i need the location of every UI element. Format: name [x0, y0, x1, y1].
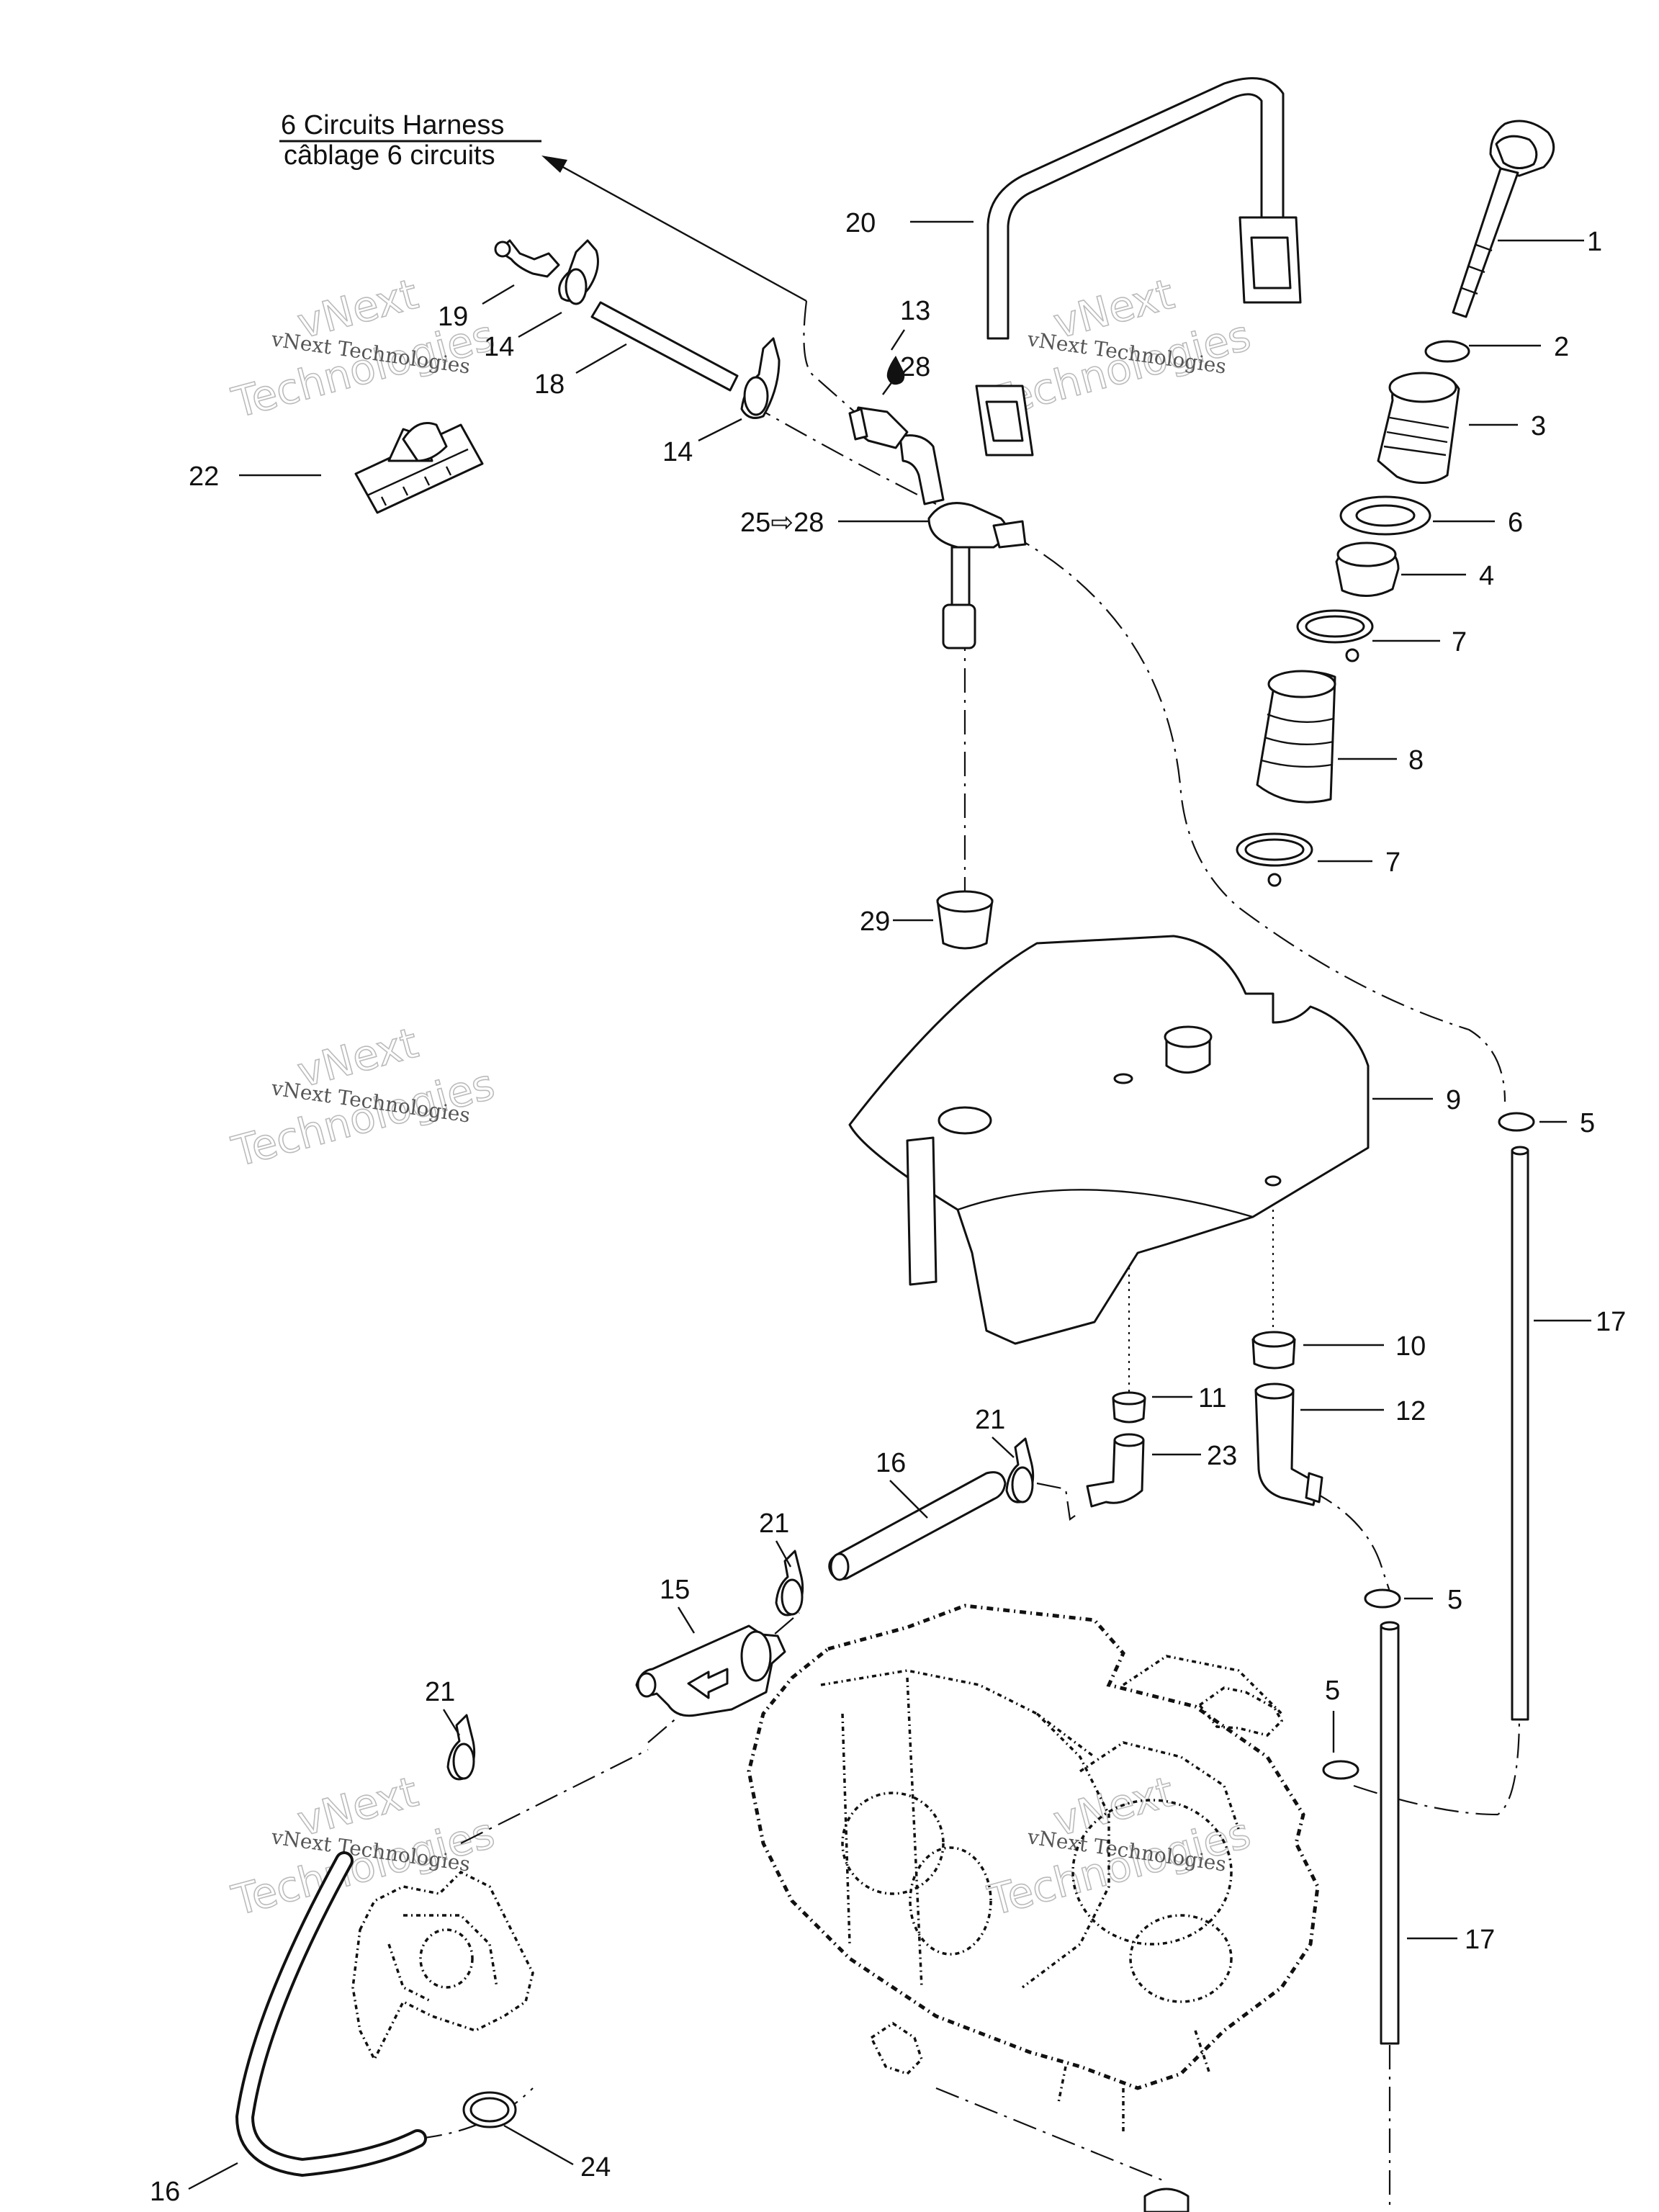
part-5-clamp-lower [1322, 1760, 1359, 1780]
part-16-upper-hose [828, 1471, 1007, 1581]
part-13-drop-icon [886, 356, 905, 385]
callout-19: 19 [438, 302, 468, 332]
part-5-clamp-middle [1364, 1588, 1401, 1609]
callout-6: 6 [1508, 508, 1523, 538]
part-24-clamp [462, 2091, 517, 2128]
part-7-lower-clamp [1236, 832, 1313, 887]
tank-pickup-hole [938, 1106, 992, 1135]
callout-20: 20 [845, 208, 876, 238]
leader-lines [188, 220, 1591, 2190]
callout-21-b: 21 [759, 1509, 789, 1539]
part-2-o-ring [1424, 340, 1470, 363]
part-16-lower-hose [235, 1851, 427, 2177]
callout-22: 22 [189, 462, 219, 492]
harness-route [803, 300, 862, 418]
part-23-elbow [1086, 1433, 1145, 1508]
callout-13: 13 [900, 296, 930, 326]
part-3-filler-neck [1377, 372, 1460, 484]
part-5-clamp-top [1498, 1112, 1535, 1132]
callout-11: 11 [1198, 1383, 1226, 1413]
harness-note-english: 6 Circuits Harness [281, 110, 504, 140]
part-17-lower-tube [1380, 1621, 1400, 2045]
callout-10: 10 [1395, 1331, 1426, 1362]
harness-arrow-head [541, 156, 567, 173]
part-12-elbow [1254, 1382, 1323, 1506]
part-25-28-pickup-assembly [899, 434, 1027, 649]
engine-outline [747, 1604, 1320, 2131]
part-21-clamp-b [775, 1550, 804, 1617]
callout-21-c: 21 [425, 1677, 455, 1707]
callout-14-upper: 14 [484, 332, 514, 362]
callout-23: 23 [1207, 1441, 1237, 1471]
part-29-grommet [936, 890, 994, 950]
callout-17-lower: 17 [1465, 1925, 1495, 1955]
part-9-oil-tank [848, 935, 1370, 1345]
harness-note: 6 Circuits Harness câblage 6 circuits [279, 110, 807, 302]
part-10-grommet [1251, 1331, 1296, 1370]
part-28-connector [848, 406, 909, 449]
callout-16-lower: 16 [150, 2177, 180, 2207]
callout-29: 29 [860, 907, 890, 937]
callout-18: 18 [534, 369, 565, 400]
callout-5-middle: 5 [1447, 1585, 1462, 1615]
part-7-upper-clamp [1296, 609, 1374, 662]
callout-9: 9 [1446, 1085, 1461, 1115]
engine-fitting-outline [1197, 1686, 1284, 1737]
lower-clamp [1143, 2188, 1190, 2212]
part-1-cap-dipstick [1452, 120, 1555, 318]
vent-hose-route [748, 403, 937, 505]
lower-breather-route [1353, 1713, 1521, 1816]
callout-7-upper: 7 [1452, 627, 1467, 657]
part-21-clamp-a [1005, 1437, 1035, 1503]
part-15-fuel-filter [635, 1624, 786, 1717]
harness-note-french: câblage 6 circuits [284, 140, 495, 171]
part-17-upper-tube [1511, 1146, 1529, 1721]
callout-labels: 1 2 3 6 4 7 8 7 9 5 17 10 12 11 23 5 5 1… [150, 208, 1626, 2207]
part-14-lower-tie [740, 337, 781, 419]
callout-4: 4 [1479, 561, 1494, 591]
callout-28: 28 [900, 352, 930, 382]
pump-hose-route [417, 2087, 534, 2140]
watermark-middle-left: Technologies vNext vNext Technologies [226, 1017, 500, 1177]
part-11-grommet [1112, 1391, 1146, 1424]
return-hose-route [1310, 1490, 1391, 1592]
part-19-check-valve [494, 239, 560, 278]
pump-route [460, 1749, 649, 1844]
callout-2: 2 [1554, 332, 1569, 362]
fuel-elbow-route [1036, 1482, 1081, 1521]
callout-15: 15 [660, 1575, 690, 1605]
callout-5-top: 5 [1580, 1108, 1595, 1138]
callout-5-lower: 5 [1325, 1676, 1340, 1706]
part-14-upper-tie [558, 239, 599, 305]
callout-24: 24 [580, 2152, 611, 2182]
breather-route [1007, 532, 1506, 1102]
part-18-vent-hose [590, 301, 739, 392]
oil-pump-outline [351, 1870, 534, 2062]
lower-fitting-outline [869, 2021, 1190, 2212]
callout-14-lower: 14 [662, 437, 693, 467]
watermark-bottom-right: Technologies vNext vNext Technologies [982, 1766, 1256, 1925]
callout-16-upper: 16 [876, 1448, 906, 1478]
part-8-bellows [1256, 670, 1336, 804]
part-22-clip [354, 422, 484, 514]
harness-arrow-line [547, 157, 807, 302]
part-21-clamp-c [446, 1714, 476, 1781]
watermark-bottom-left: Technologies vNext vNext Technologies [226, 1766, 500, 1925]
part-20-strap [975, 77, 1302, 457]
watermark-top-left: Technologies vNext vNext Technologies [226, 269, 500, 428]
callout-7-lower: 7 [1385, 848, 1401, 878]
callout-21-a: 21 [975, 1405, 1005, 1435]
callout-1: 1 [1587, 227, 1602, 257]
callout-17-upper: 17 [1596, 1307, 1626, 1337]
callout-8: 8 [1408, 745, 1424, 775]
part-4-nut [1335, 541, 1400, 598]
part-6-gasket [1339, 495, 1431, 536]
callout-25-28: 25⇨28 [740, 508, 824, 538]
callout-3: 3 [1531, 411, 1546, 441]
bottom-route [935, 2087, 1167, 2183]
callout-12: 12 [1395, 1396, 1426, 1426]
